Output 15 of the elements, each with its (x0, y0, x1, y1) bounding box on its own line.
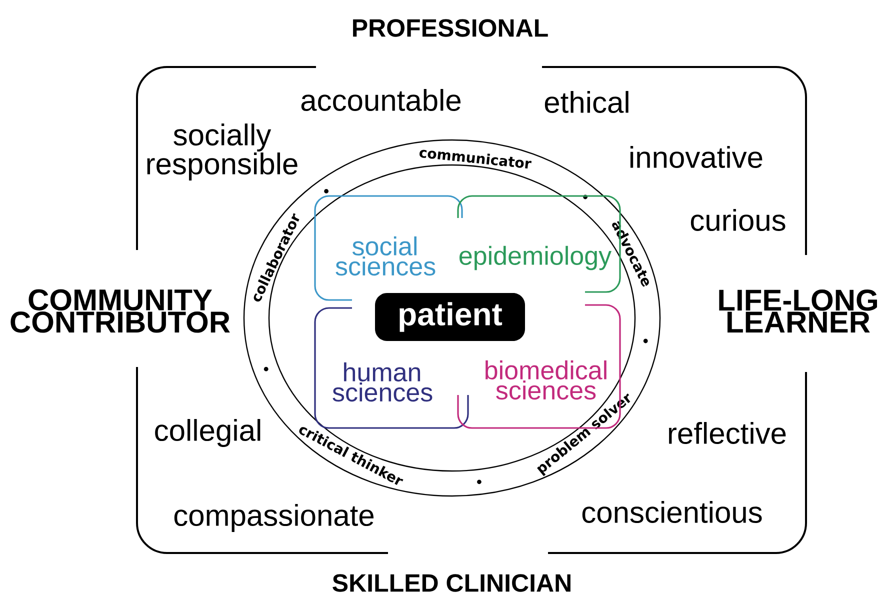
attribute-word: compassionate (174, 504, 374, 532)
attribute-word: innovative (630, 146, 762, 168)
attribute-word: curious (690, 208, 786, 232)
role-heading: SKILLED CLINICIAN (332, 574, 570, 592)
role-heading: LIFE-LONG LEARNER (719, 290, 877, 332)
role-heading: PROFESSIONAL (353, 19, 548, 37)
center-badge: patient (375, 293, 525, 341)
attribute-word: conscientious (582, 500, 762, 524)
attribute-word: collegial (155, 419, 260, 447)
attribute-word: ethical (544, 90, 628, 114)
attribute-word: socially responsible (147, 124, 298, 180)
attribute-word: accountable (301, 88, 461, 112)
attribute-word: reflective (668, 422, 786, 444)
ring-word: communicator (420, 150, 532, 168)
role-heading: COMMUNITY CONTRIBUTOR (10, 289, 230, 333)
